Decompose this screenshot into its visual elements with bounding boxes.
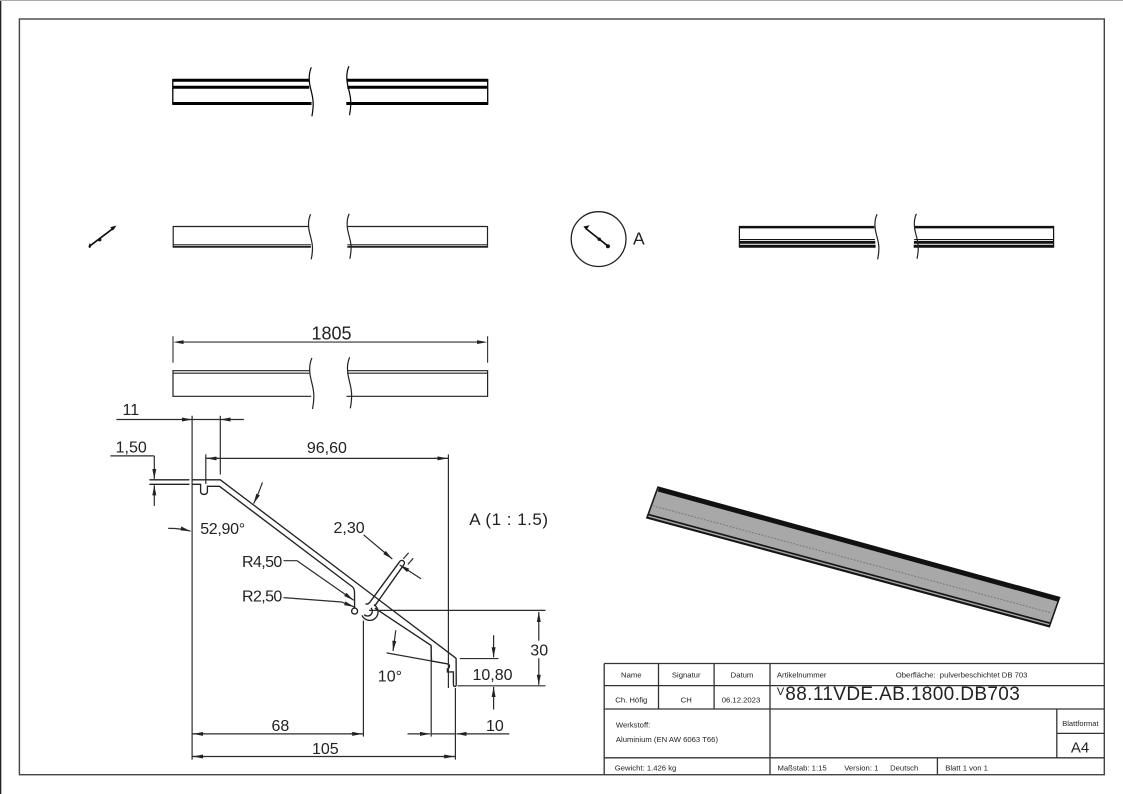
svg-text:1,50: 1,50 <box>116 440 147 457</box>
svg-text:R2,50: R2,50 <box>242 588 282 605</box>
svg-text:2,30: 2,30 <box>334 520 365 537</box>
svg-text:88.11VDE.AB.1800.DB703: 88.11VDE.AB.1800.DB703 <box>785 684 1020 705</box>
svg-text:Ch. Höfig: Ch. Höfig <box>615 696 647 705</box>
svg-text:A (1 : 1.5): A (1 : 1.5) <box>469 510 548 529</box>
svg-text:10,80: 10,80 <box>473 667 513 684</box>
svg-text:105: 105 <box>312 741 339 758</box>
svg-text:06.12.2023: 06.12.2023 <box>722 696 760 705</box>
svg-text:Gewicht: 1.426 kg: Gewicht: 1.426 kg <box>615 763 677 772</box>
svg-text:Datum: Datum <box>731 670 754 679</box>
svg-text:10: 10 <box>486 718 504 735</box>
svg-text:10°: 10° <box>378 668 402 685</box>
svg-text:96,60: 96,60 <box>307 440 347 457</box>
svg-text:A4: A4 <box>1071 739 1089 756</box>
svg-text:A: A <box>633 228 645 248</box>
svg-text:Werkstoff:: Werkstoff: <box>616 721 650 730</box>
svg-text:30: 30 <box>530 643 548 660</box>
svg-text:CH: CH <box>681 696 692 705</box>
svg-text:Artikelnummer: Artikelnummer <box>777 670 827 679</box>
svg-text:1805: 1805 <box>311 323 351 343</box>
svg-text:Maßstab: 1:15: Maßstab: 1:15 <box>778 763 827 772</box>
svg-text:11: 11 <box>122 402 139 419</box>
svg-text:Signatur: Signatur <box>672 670 701 679</box>
svg-text:Deutsch: Deutsch <box>890 763 918 772</box>
svg-text:68: 68 <box>272 718 290 735</box>
svg-text:Blatt 1 von 1: Blatt 1 von 1 <box>945 763 988 772</box>
svg-text:Name: Name <box>621 670 642 679</box>
svg-text:Aluminium (EN AW 6063 T66): Aluminium (EN AW 6063 T66) <box>616 735 719 744</box>
svg-text:52,90°: 52,90° <box>200 521 245 538</box>
svg-text:Oberfläche: pulverbeschichtet: Oberfläche: pulverbeschichtet DB 703 <box>896 670 1028 679</box>
svg-text:V: V <box>777 686 785 698</box>
svg-text:R4,50: R4,50 <box>242 554 282 571</box>
svg-text:Blattformat: Blattformat <box>1062 719 1099 728</box>
svg-text:Version: 1: Version: 1 <box>844 763 878 772</box>
